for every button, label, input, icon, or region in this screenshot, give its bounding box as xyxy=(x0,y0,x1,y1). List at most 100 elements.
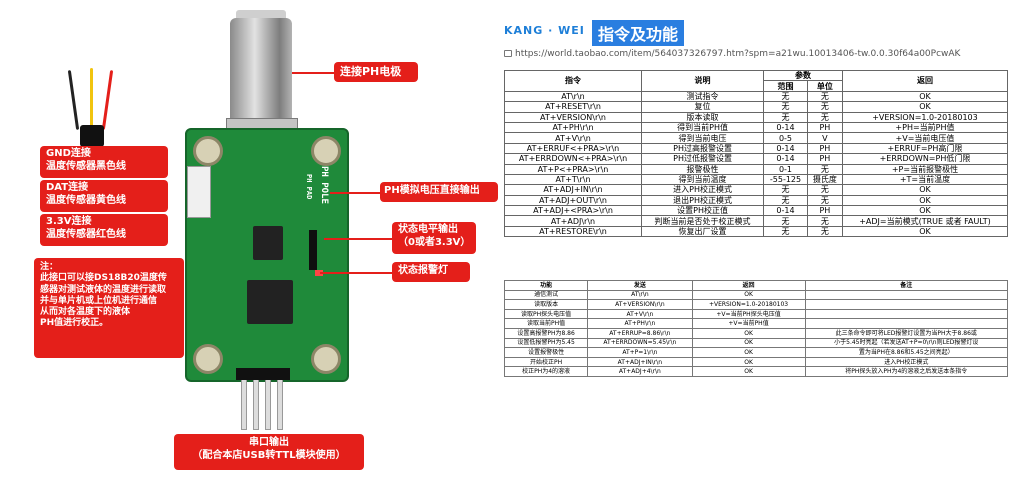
callout-text: 连接PH电极 xyxy=(340,65,402,78)
callout-text: PH模拟电压直接输出 xyxy=(384,185,480,196)
connector-line xyxy=(292,72,334,74)
table-cell: AT+RESTORE\r\n xyxy=(503,225,643,238)
table-cell: AT\r\n xyxy=(503,90,643,103)
callout-text: 状态电平输出 xyxy=(398,224,458,235)
table-cell: 0-14 xyxy=(763,142,808,155)
table-cell: 恢复出厂设置 xyxy=(641,225,765,238)
callout-state-output: 状态电平输出 （0或者3.3V） xyxy=(392,222,476,254)
table-cell: 读取版本 xyxy=(503,299,589,310)
table-cell: AT+ERRUP=8.86\r\n xyxy=(587,327,693,339)
table-cell: 校正PH为4的溶液 xyxy=(503,366,589,377)
col-subheader: 单位 xyxy=(806,80,843,92)
table-cell: OK xyxy=(841,184,1009,196)
table-cell: 判断当前是否处于校正模式 xyxy=(641,215,765,227)
pcb-board: PH POLE PH PAD xyxy=(185,128,349,382)
state-pins xyxy=(309,230,317,270)
table-cell: PH xyxy=(806,205,843,217)
table-cell: 无 xyxy=(763,194,808,207)
table-cell: 得到当前电压 xyxy=(641,132,765,144)
table-cell: 无 xyxy=(763,111,808,123)
callout-text: （配合本店USB转TTL模块使用） xyxy=(192,449,346,461)
table-cell: AT+T\r\n xyxy=(503,173,643,186)
table-cell: 读取当前PH值 xyxy=(503,318,589,329)
table-cell xyxy=(804,318,1009,329)
callout-text: 温度传感器红色线 xyxy=(46,228,126,240)
callout-3v3: 3.3V连接 温度传感器红色线 xyxy=(40,214,168,246)
mount-hole xyxy=(311,136,341,166)
table-cell: OK xyxy=(691,366,806,377)
connector-line xyxy=(324,238,392,240)
table-cell: OK xyxy=(691,289,806,301)
table-cell: PH过高报警设置 xyxy=(641,142,765,155)
table-cell: 无 xyxy=(806,215,843,227)
table-cell: 无 xyxy=(763,225,808,238)
table-cell: OK xyxy=(841,205,1009,217)
table-cell: OK xyxy=(841,90,1009,103)
table-cell: 设置PH校正值 xyxy=(641,205,765,217)
table-cell: 0-5 xyxy=(763,132,808,144)
table-cell: PH xyxy=(806,153,843,165)
sensor-terminal xyxy=(187,166,211,218)
table-cell: AT+ADJ+<PRA>\r\n xyxy=(503,205,643,217)
ic-chip xyxy=(253,226,283,260)
alarm-led xyxy=(315,270,323,276)
table-cell: 无 xyxy=(806,163,843,175)
table-cell: 设置高报警PH为8.86 xyxy=(503,327,589,339)
table-cell: +ERRDOWN=PH低门限 xyxy=(841,153,1009,165)
callout-alarm-led: 状态报警灯 xyxy=(392,262,470,282)
table-cell: AT+ADJ+4\r\n xyxy=(587,366,693,377)
table-cell: 0-14 xyxy=(763,121,808,134)
red-wire xyxy=(101,70,114,130)
table-cell: 无 xyxy=(806,111,843,123)
section-title: 指令及功能 xyxy=(592,20,685,46)
table-cell: 无 xyxy=(763,90,808,103)
mount-hole xyxy=(193,344,223,374)
table-cell: AT+VERSION\r\n xyxy=(587,299,693,310)
connector-line xyxy=(330,192,380,194)
table-cell: PH xyxy=(806,121,843,134)
yellow-wire xyxy=(90,68,93,130)
col-header: 参数 xyxy=(763,69,843,82)
mount-hole xyxy=(193,136,223,166)
table-cell: 进入PH校正模式 xyxy=(641,184,765,196)
col-header: 说明 xyxy=(641,70,765,92)
table-cell: 将PH探头放入PH为4的溶液之后发送本条指令 xyxy=(804,366,1009,377)
table-cell: +ERRUF=PH高门限 xyxy=(841,142,1009,155)
col-header: 发送 xyxy=(587,280,693,291)
callout-text: 状态报警灯 xyxy=(398,265,448,276)
table-cell: 设置报警极性 xyxy=(503,347,589,358)
table-cell: -55-125 xyxy=(763,173,808,186)
col-header: 指令 xyxy=(503,70,643,92)
pcb-label-pad: PH PAD xyxy=(305,174,313,200)
table-cell: AT+ERRDOWN=5.45\r\n xyxy=(587,337,693,349)
table-cell: 版本读取 xyxy=(641,111,765,123)
callout-text: 串口输出 xyxy=(249,437,289,448)
table-cell: AT+PH\r\n xyxy=(587,318,693,329)
table-cell: OK xyxy=(691,347,806,358)
table-cell: 通信测试 xyxy=(503,289,589,301)
table-cell: 报警极性 xyxy=(641,163,765,175)
table-cell: AT+V\r\n xyxy=(503,132,643,144)
table-cell: +V=当前PH探头电压值 xyxy=(691,308,806,320)
mount-hole xyxy=(311,344,341,374)
table-cell: OK xyxy=(691,327,806,339)
table-cell: 无 xyxy=(806,101,843,113)
table-cell: +P=当前报警极性 xyxy=(841,163,1009,175)
table-cell xyxy=(804,289,1009,301)
table-cell: OK xyxy=(691,337,806,349)
callout-ph-analog: PH模拟电压直接输出 xyxy=(380,182,498,202)
callout-serial: 串口输出 （配合本店USB转TTL模块使用） xyxy=(174,434,364,470)
header-block xyxy=(236,368,290,380)
